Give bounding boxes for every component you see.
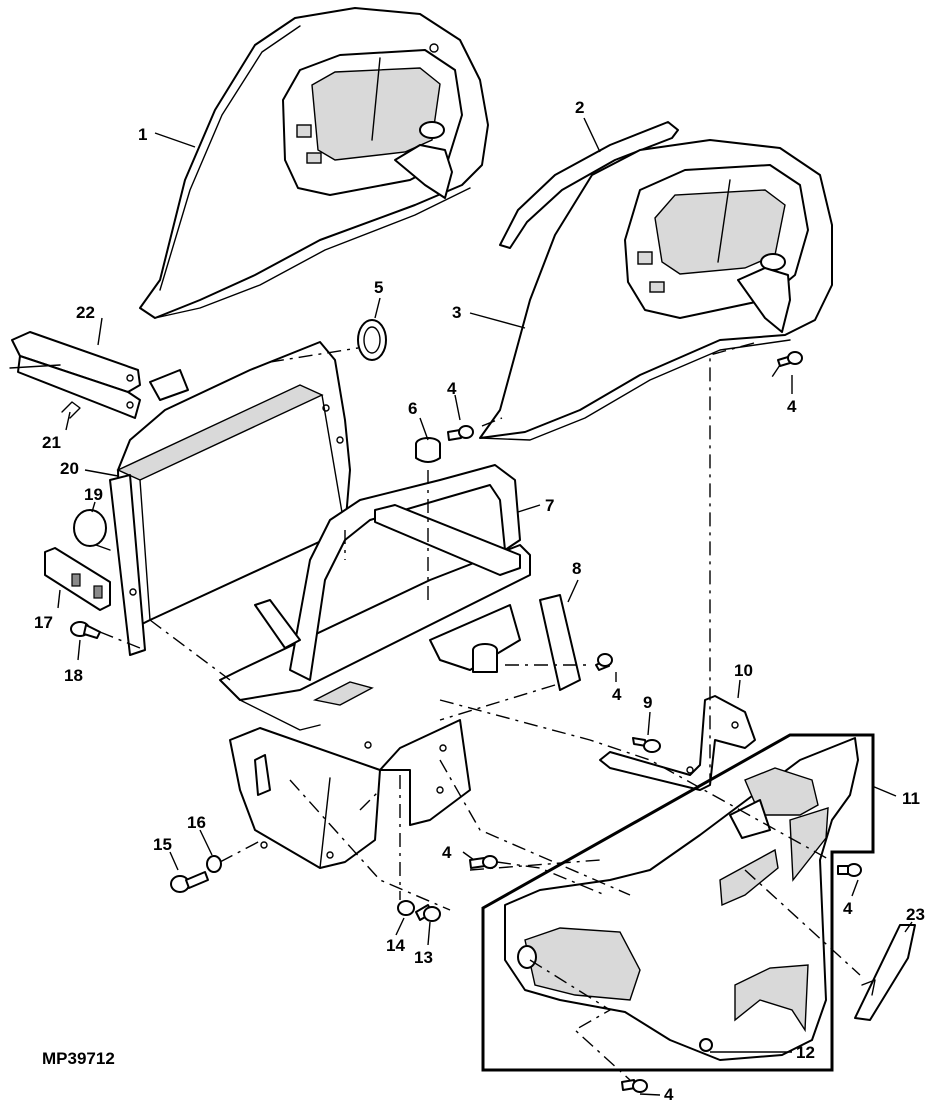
- figure-id: MP39712: [42, 1049, 115, 1068]
- part-10-bracket: [599, 695, 756, 791]
- callout-11: 11: [902, 789, 920, 808]
- part-17-plate: [44, 547, 111, 611]
- callout-6: 6: [408, 399, 417, 418]
- callout-22: 22: [76, 303, 95, 322]
- part-11-hood-assembly: [481, 733, 875, 1072]
- fastener-4-bottom: [621, 1079, 648, 1093]
- callout-4-frame-right: 4: [612, 685, 622, 704]
- part-15-bolt: [170, 871, 209, 893]
- callout-19: 19: [84, 485, 103, 504]
- part-21-clip: [61, 401, 81, 419]
- fastener-4-hood-right: [837, 863, 862, 877]
- callout-4-lower: 4: [442, 843, 452, 862]
- part-5-grommet: [357, 319, 387, 361]
- callout-4-right-panel: 4: [787, 397, 797, 416]
- fastener-4-frame-right: [595, 653, 613, 671]
- fastener-4-right-panel: [777, 351, 803, 367]
- assembly-lines: [99, 342, 861, 1081]
- callout-3: 3: [452, 303, 461, 322]
- callout-23: 23: [906, 905, 925, 924]
- callout-4-bottom: 4: [664, 1085, 674, 1104]
- part-6-bushing: [415, 437, 441, 463]
- fastener-4-center: [447, 425, 474, 441]
- callout-12: 12: [796, 1043, 815, 1062]
- callout-9: 9: [643, 693, 652, 712]
- callout-8: 8: [572, 559, 581, 578]
- part-7-main-frame: [219, 464, 531, 869]
- part-9-bolt: [632, 737, 661, 753]
- leader-lines: [57, 117, 913, 1096]
- callout-5: 5: [374, 278, 383, 297]
- part-1-dash-panel: [139, 7, 489, 319]
- part-18-bolt: [70, 621, 101, 639]
- part-23-plate: [854, 924, 916, 1021]
- callout-13: 13: [414, 948, 433, 967]
- fastener-4-lower: [469, 855, 498, 869]
- part-19-clamp: [73, 509, 111, 551]
- callout-16: 16: [187, 813, 206, 832]
- callout-4-center: 4: [447, 379, 457, 398]
- part-22-bracket: [9, 331, 141, 419]
- callout-20: 20: [60, 459, 79, 478]
- part-20-rear-panel: [109, 341, 351, 656]
- callout-21: 21: [42, 433, 61, 452]
- part-2-trim-strip: [499, 121, 679, 249]
- callout-4-hood-right: 4: [843, 899, 853, 918]
- part-16-washer: [206, 855, 222, 873]
- part-14-washer: [397, 900, 415, 916]
- callout-14: 14: [386, 936, 405, 955]
- callout-7: 7: [545, 496, 554, 515]
- callout-18: 18: [64, 666, 83, 685]
- callout-17: 17: [34, 613, 53, 632]
- callout-labels: 1 2 3 4 4 4 4 4 4 5 6 7 8 9 10 11 12 13 …: [34, 98, 925, 1104]
- callout-1: 1: [138, 125, 147, 144]
- part-3-dash-panel: [479, 139, 833, 441]
- callout-2: 2: [575, 98, 584, 117]
- callout-10: 10: [734, 661, 753, 680]
- callout-15: 15: [153, 835, 172, 854]
- part-13-bolt: [415, 904, 441, 922]
- part-8-plate: [539, 594, 581, 691]
